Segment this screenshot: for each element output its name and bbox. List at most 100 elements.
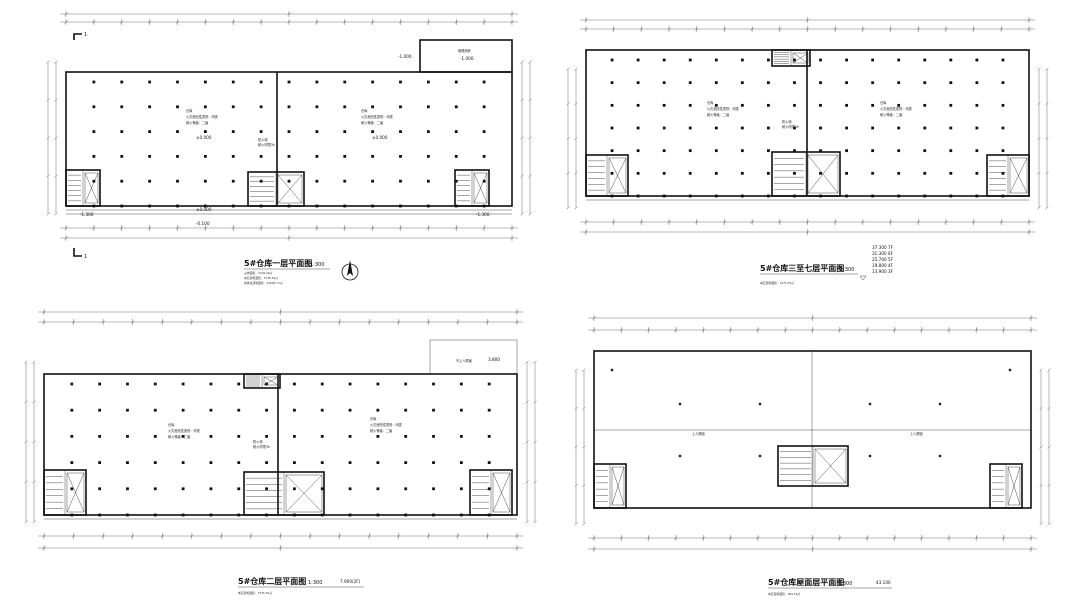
elevator-cross [792, 52, 809, 64]
column-dot [399, 179, 402, 183]
column-dot [176, 80, 179, 84]
column-dot [203, 179, 207, 183]
room-line-1-right: 火灾危险性类别：丙类 [880, 106, 913, 111]
column-dot [740, 81, 744, 85]
dimension-tick [1037, 171, 1041, 175]
dimension-tick [1047, 445, 1051, 449]
roof-drains [610, 368, 1012, 458]
column-dot [662, 103, 666, 107]
column-dot [636, 126, 640, 130]
column-dot [767, 171, 770, 175]
column-dot [975, 171, 979, 175]
stair-core-left [65, 169, 101, 207]
column-dot [897, 126, 901, 130]
column-dot [454, 80, 458, 84]
column-dot [126, 408, 129, 412]
stair-core-center [243, 471, 325, 516]
dimension-tick [1037, 67, 1041, 71]
column-dot [923, 58, 927, 62]
column-dot [975, 126, 979, 130]
roof-annex-outline [429, 339, 518, 375]
plan-note: 本层建筑面积：3376.35㎡ [760, 281, 794, 285]
stair-core-right [469, 469, 513, 516]
column-dot [203, 80, 207, 84]
column-dot [793, 149, 796, 153]
dimension-tick [533, 360, 537, 364]
dimension-tick [32, 400, 36, 404]
column-dot [426, 130, 430, 133]
column-dot [348, 461, 352, 464]
column-dot [343, 179, 347, 183]
column-dot [343, 155, 347, 158]
annex-label: 管理用房 [458, 48, 471, 53]
column-dot [714, 171, 718, 175]
column-dot [315, 155, 319, 158]
roof-label-left: 上人屋面 [692, 431, 705, 436]
column-dot [98, 461, 102, 464]
dimension-lines [566, 17, 1049, 235]
column-dot [610, 81, 614, 85]
firewall-rating: 耐火时限3h [258, 142, 275, 147]
column-dot [688, 81, 692, 85]
column-dot [315, 179, 319, 183]
column-dot [209, 461, 213, 464]
column-dot [70, 487, 74, 491]
floor-elevation-level: 5F [888, 257, 894, 262]
column-dot [454, 105, 458, 109]
dimension-tick [533, 400, 537, 404]
column-dot [148, 130, 152, 133]
column-dot [845, 103, 848, 107]
column-dot [315, 130, 319, 133]
column-dot [454, 155, 458, 158]
column-dot [343, 105, 347, 109]
plan-title: 5#仓库三至七层平面图 [760, 263, 844, 273]
column-dot [845, 171, 848, 175]
column-dot [315, 105, 319, 109]
column-dot [153, 408, 157, 412]
column-dot [237, 408, 241, 412]
column-dot [209, 487, 213, 491]
column-dot [740, 149, 744, 153]
column-dot [426, 80, 430, 84]
dimension-tick [574, 67, 578, 71]
plan-level: 7.900(2F) [340, 579, 361, 584]
column-dot [320, 408, 324, 412]
dimension-tick [528, 98, 532, 102]
dimension-tick [525, 520, 529, 524]
column-dot [176, 155, 179, 158]
dimension-tick [520, 174, 524, 178]
plan-scale: 1:300 [308, 580, 322, 586]
floor-elevation-value: 37.300 [872, 245, 887, 250]
column-dot [871, 149, 875, 153]
dimension-tick [1039, 483, 1043, 488]
dimension-tick [24, 360, 28, 364]
dimension-tick [1039, 368, 1043, 372]
dimension-tick [24, 480, 28, 484]
column-dot [819, 149, 822, 153]
floor-elevation-level: 7F [888, 245, 894, 250]
elevator-shaft [66, 472, 85, 513]
dimension-tick [46, 98, 50, 102]
dimension-tick [528, 212, 532, 216]
dimension-tick [54, 212, 58, 216]
room-label-left: 仓库 [707, 100, 714, 105]
column-dot [793, 103, 796, 107]
column-dot [482, 80, 486, 84]
roof-drain-icon [678, 454, 682, 458]
column-dot [98, 435, 102, 438]
elevator-cross [611, 466, 625, 506]
dimension-tick [574, 445, 578, 449]
column-dot [610, 103, 614, 107]
elevator-shaft [263, 376, 279, 386]
column-dot [845, 81, 848, 85]
dimension-tick [528, 136, 532, 140]
column-dot [126, 382, 129, 386]
column-dot [148, 105, 152, 109]
column-dot [209, 435, 213, 438]
column-dot [819, 171, 822, 175]
elevator-shaft [492, 472, 511, 513]
room-line-2-left: 耐火等级：二级 [186, 120, 209, 125]
column-dot [120, 130, 124, 133]
firewall-label: 防火墙 [253, 439, 263, 444]
stair-core-right [986, 154, 1030, 197]
